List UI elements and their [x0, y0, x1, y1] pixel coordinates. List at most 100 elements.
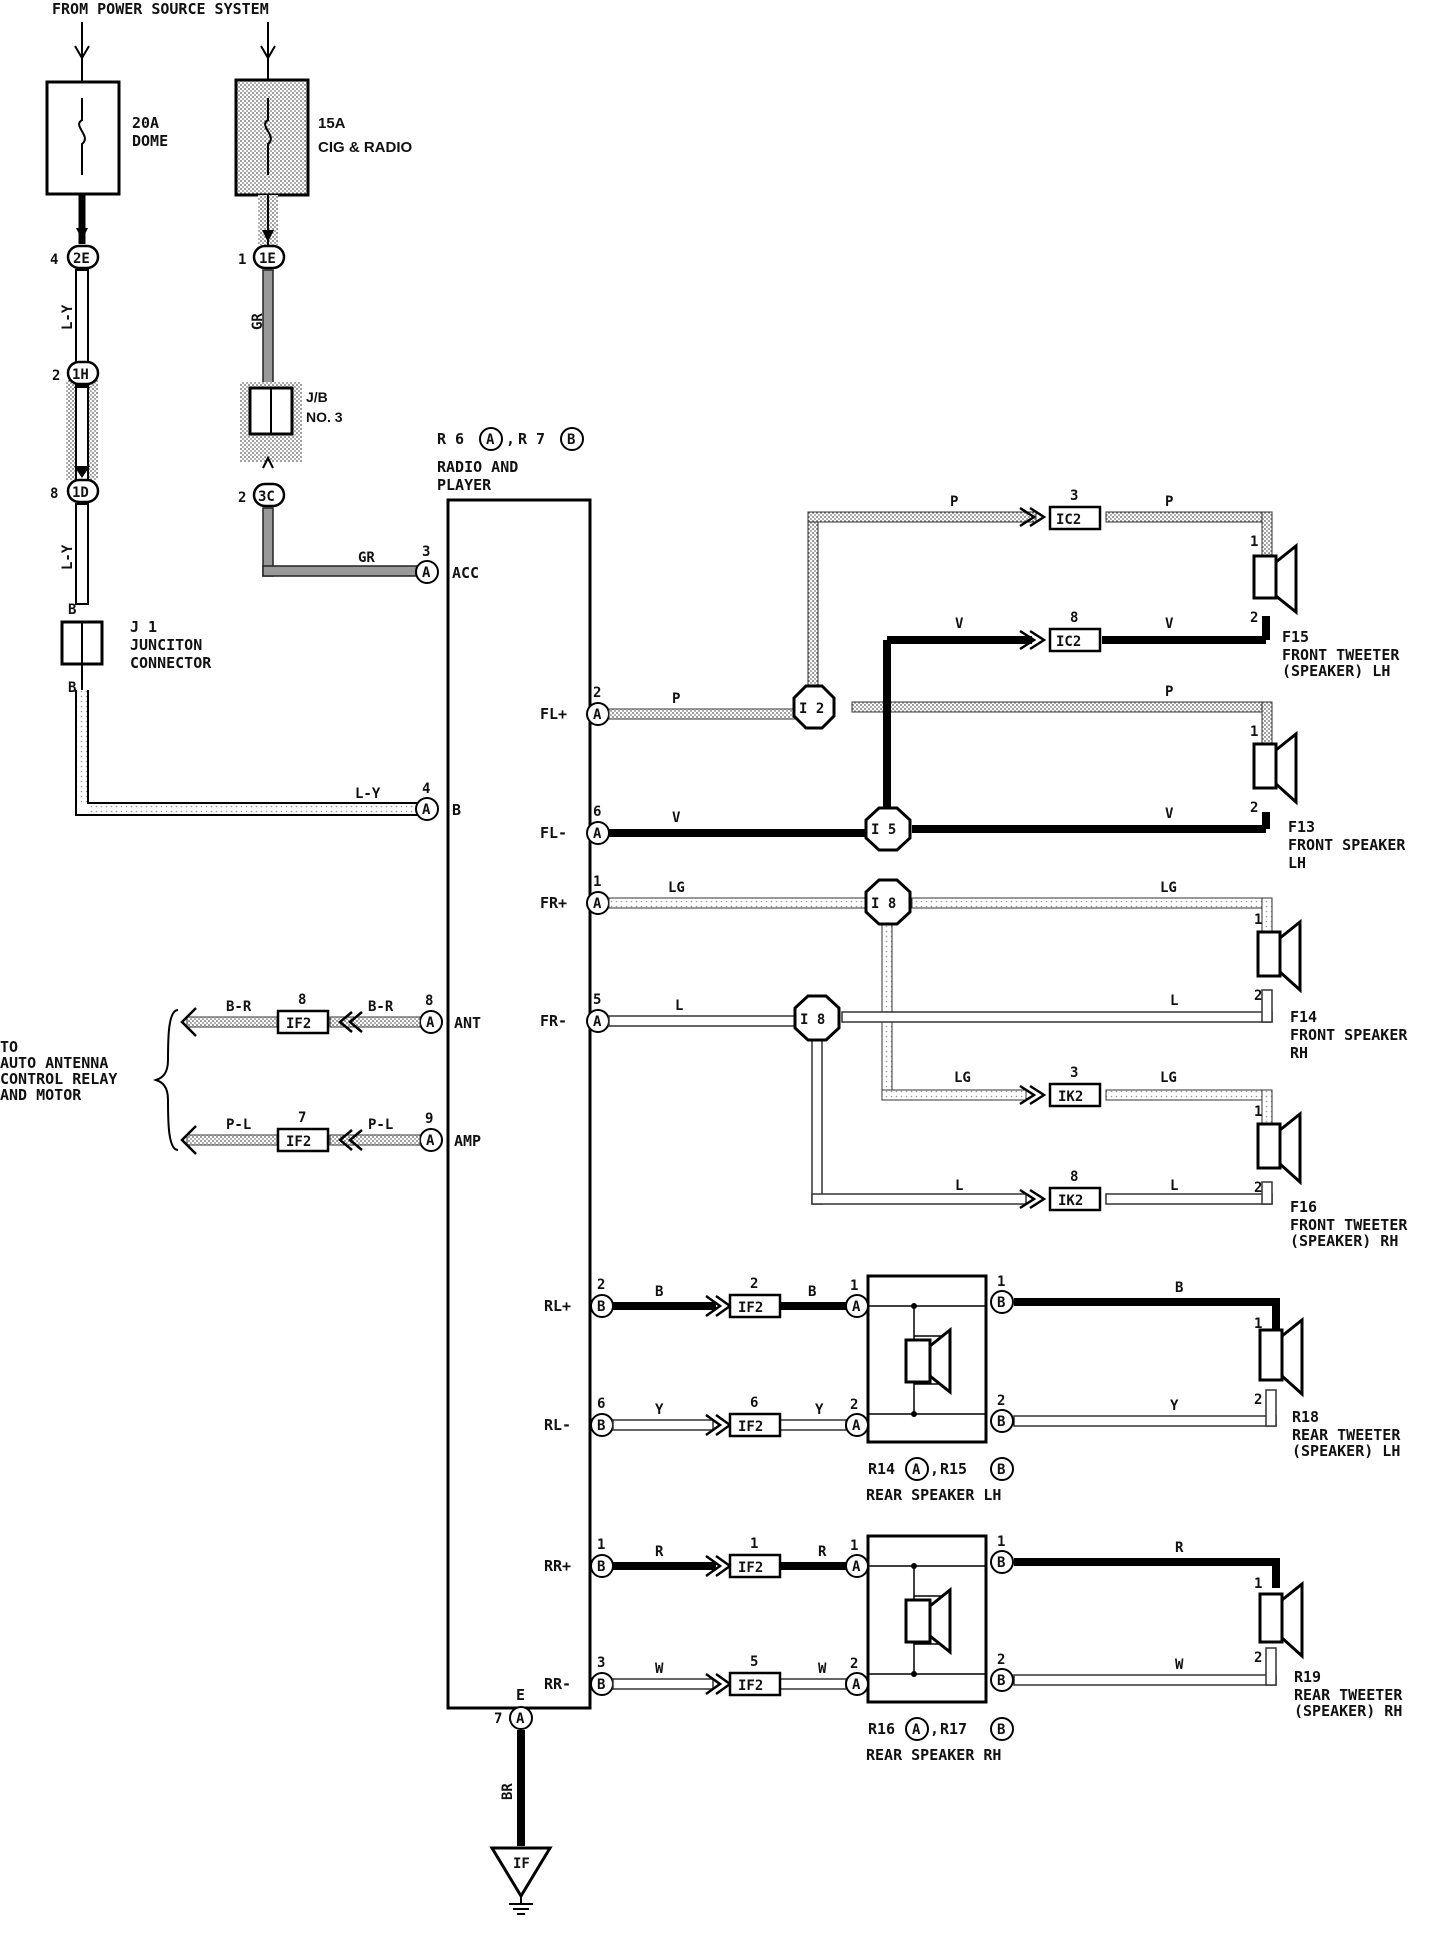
- svg-text:2: 2: [238, 490, 246, 506]
- wire-label-b-2: B: [808, 1284, 816, 1300]
- wire-label-b-1: B: [655, 1284, 663, 1300]
- radio-and-player-unit: [446, 498, 592, 1710]
- connector-ic2-p: IC2 3: [1048, 488, 1102, 531]
- wire-lg: [608, 897, 1273, 1131]
- wire-gr-chain: [240, 195, 427, 577]
- speaker-r18-line2: (SPEAKER) LH: [1292, 1442, 1400, 1460]
- wire-label-lg-1: LG: [668, 880, 685, 896]
- svg-text:B: B: [452, 801, 461, 819]
- svg-text:B: B: [997, 1673, 1005, 1689]
- connector-ic2-v: IC2 8: [1048, 610, 1102, 653]
- speaker-f15-id: F15: [1282, 628, 1309, 646]
- fuse-20a-rating: 20A: [132, 114, 159, 132]
- speaker-r18-line1: REAR TWEETER: [1292, 1426, 1401, 1444]
- wire-label-r-3: R: [1175, 1540, 1184, 1556]
- speaker-f15-icon: 1 2: [1250, 534, 1298, 626]
- svg-text:6: 6: [750, 1395, 758, 1411]
- svg-text:A: A: [912, 1722, 921, 1738]
- connector-if2-r: IF2 1: [728, 1536, 782, 1579]
- wire-label-br-2: B-R: [368, 999, 394, 1015]
- junction-i5: I 5: [864, 806, 912, 852]
- wire-br-ant: [180, 1007, 421, 1037]
- speaker-r18-icon: 1 2: [1254, 1316, 1304, 1408]
- speaker-f13-line2: LH: [1288, 854, 1306, 872]
- speaker-r19-id: R19: [1294, 1668, 1321, 1686]
- radio-title-1: RADIO AND: [437, 458, 518, 476]
- antenna-line3: CONTROL RELAY: [0, 1070, 117, 1088]
- svg-text:B: B: [597, 1559, 605, 1575]
- speaker-r19-icon: 1 2: [1254, 1576, 1304, 1666]
- radio-pin-e: E A 7: [494, 1686, 533, 1730]
- rear-speaker-lh-unit: [866, 1274, 988, 1444]
- antenna-line1: TO: [0, 1038, 18, 1056]
- wire-label-gr-1: GR: [250, 313, 266, 330]
- svg-text:B: B: [997, 1295, 1005, 1311]
- svg-text:5: 5: [593, 992, 601, 1008]
- svg-text:B: B: [597, 1677, 605, 1693]
- wire-label-lg-3: LG: [954, 1070, 971, 1086]
- svg-text:2: 2: [850, 1397, 858, 1413]
- svg-text:A: A: [593, 826, 602, 842]
- svg-text:I 2: I 2: [799, 701, 824, 717]
- jb-name: J/B: [306, 389, 328, 405]
- svg-text:3: 3: [597, 1655, 605, 1671]
- svg-text:I 8: I 8: [800, 1012, 825, 1028]
- rear-lh-ref-a: R14: [868, 1460, 895, 1478]
- wire-label-v-2: V: [955, 616, 964, 632]
- wire-label-l-2: L: [1170, 993, 1178, 1009]
- svg-text:B: B: [567, 432, 575, 448]
- speaker-r19-line2: (SPEAKER) RH: [1294, 1702, 1402, 1720]
- rear-rh-pins: A 1 A 2 B 1 B 2: [845, 1534, 1014, 1696]
- svg-text:8: 8: [50, 486, 58, 502]
- radio-pin-rl-minus: RL- B 6: [544, 1396, 614, 1437]
- svg-text:1: 1: [597, 1537, 605, 1553]
- connector-1e: 1E 1: [238, 244, 286, 270]
- junction-i8-top: I 8: [864, 878, 912, 926]
- svg-text:A: A: [516, 1711, 525, 1727]
- fuse-element-icon: [264, 98, 272, 175]
- wire-label-p-2: P: [950, 494, 958, 510]
- svg-text:2: 2: [1254, 1392, 1262, 1408]
- wire-v: [609, 616, 1270, 837]
- speaker-f16-line1: FRONT TWEETER: [1290, 1216, 1408, 1234]
- svg-text:4: 4: [422, 781, 430, 797]
- j1-top-wire: B: [68, 602, 76, 618]
- connector-if2-w: IF2 5: [728, 1654, 782, 1697]
- svg-text:B: B: [997, 1414, 1005, 1430]
- rear-lh-ref-b: R15: [940, 1460, 967, 1478]
- svg-text:1: 1: [850, 1538, 858, 1554]
- svg-text:A: A: [422, 565, 431, 581]
- fuse-15a-rating: 15A: [318, 115, 346, 132]
- wire-label-ly-2: L-Y: [60, 544, 76, 570]
- svg-text:IC2: IC2: [1056, 634, 1081, 650]
- speaker-f13-line1: FRONT SPEAKER: [1288, 836, 1406, 854]
- svg-text:2: 2: [1254, 1650, 1262, 1666]
- svg-text:1: 1: [1254, 1576, 1262, 1592]
- rear-lh-pins: A 1 A 2 B 1 B 2: [845, 1274, 1014, 1437]
- wire-label-pl-2: P-L: [368, 1117, 393, 1133]
- wire-label-l-3: L: [955, 1178, 963, 1194]
- wire-label-r-1: R: [655, 1544, 664, 1560]
- svg-text:1: 1: [997, 1534, 1005, 1550]
- wire-label-br-ground: BR: [500, 1783, 516, 1800]
- svg-text:2: 2: [1250, 610, 1258, 626]
- svg-text:6: 6: [597, 1396, 605, 1412]
- svg-text:IF2: IF2: [286, 1016, 311, 1032]
- wire-label-lg-4: LG: [1160, 1070, 1177, 1086]
- wire-label-w-2: W: [818, 1661, 827, 1677]
- svg-text:A: A: [426, 1133, 435, 1149]
- svg-text:RL-: RL-: [544, 1416, 571, 1434]
- svg-text:IF2: IF2: [738, 1419, 763, 1435]
- svg-text:1E: 1E: [259, 251, 276, 267]
- speaker-f14-line2: RH: [1290, 1044, 1308, 1062]
- power-source-label: FROM POWER SOURCE SYSTEM: [52, 0, 269, 18]
- svg-text:B: B: [597, 1418, 605, 1434]
- wire-label-y-2: Y: [815, 1402, 824, 1418]
- rear-speaker-rh-unit: [866, 1534, 988, 1704]
- wire-label-br-1: B-R: [226, 999, 252, 1015]
- antenna-line4: AND MOTOR: [0, 1086, 82, 1104]
- antenna-line2: AUTO ANTENNA: [0, 1054, 108, 1072]
- rear-lh-name: REAR SPEAKER LH: [866, 1486, 1001, 1504]
- wire-label-pl-1: P-L: [226, 1117, 251, 1133]
- svg-text:2: 2: [1254, 988, 1262, 1004]
